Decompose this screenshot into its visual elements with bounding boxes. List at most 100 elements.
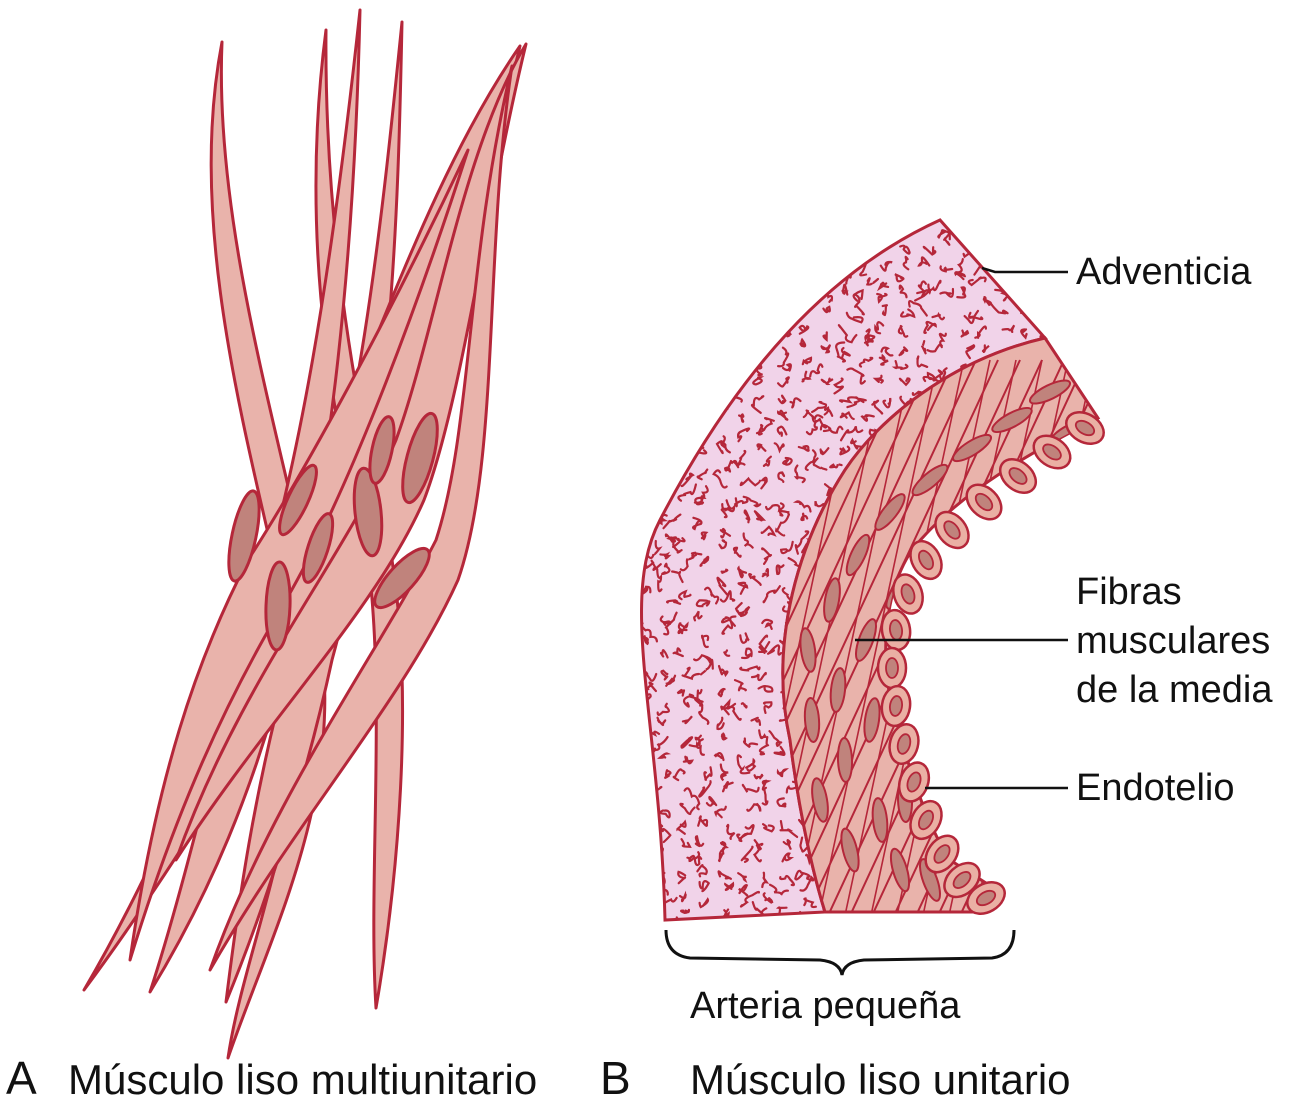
connective-fiber — [680, 301, 697, 313]
connective-fiber — [832, 241, 844, 250]
connective-fiber — [632, 290, 644, 298]
connective-fiber — [688, 287, 700, 296]
connective-fiber — [962, 741, 968, 748]
connective-fiber — [677, 422, 685, 433]
connective-fiber — [999, 821, 1005, 826]
connective-fiber — [1021, 739, 1028, 744]
connective-fiber — [637, 922, 648, 929]
connective-fiber — [804, 290, 808, 296]
connective-fiber — [1038, 876, 1042, 884]
connective-fiber — [785, 256, 799, 263]
connective-fiber — [701, 346, 708, 355]
connective-fiber — [835, 256, 845, 265]
connective-fiber — [642, 312, 650, 331]
multiunit-muscle-illustration — [84, 10, 526, 1058]
connective-fiber — [965, 924, 980, 931]
connective-fiber — [702, 380, 710, 384]
connective-fiber — [716, 316, 726, 323]
connective-fiber — [674, 419, 685, 423]
connective-fiber — [1002, 832, 1008, 839]
connective-fiber — [976, 836, 985, 848]
connective-fiber — [998, 700, 1003, 704]
connective-fiber — [713, 362, 723, 369]
connective-fiber — [758, 314, 762, 322]
connective-fiber — [1005, 512, 1012, 517]
connective-fiber — [958, 835, 963, 841]
connective-fiber — [1015, 757, 1025, 765]
connective-fiber — [786, 917, 796, 923]
connective-fiber — [1036, 647, 1046, 658]
connective-fiber — [988, 750, 1001, 760]
label-adventicia: Adventicia — [1076, 251, 1252, 293]
connective-fiber — [1029, 571, 1047, 583]
connective-fiber — [997, 857, 1005, 863]
connective-fiber — [744, 333, 754, 343]
connective-fiber — [822, 260, 831, 267]
connective-fiber — [635, 282, 648, 288]
connective-fiber — [641, 485, 646, 493]
connective-fiber — [938, 686, 945, 703]
connective-fiber — [701, 255, 713, 268]
connective-fiber — [1004, 514, 1020, 527]
connective-fiber — [1002, 546, 1017, 555]
connective-fiber — [632, 654, 642, 662]
connective-fiber — [980, 823, 987, 830]
connective-fiber — [1045, 514, 1057, 521]
connective-fiber — [704, 387, 718, 401]
connective-fiber — [996, 274, 1005, 280]
connective-fiber — [755, 285, 763, 295]
connective-fiber — [1043, 820, 1049, 829]
connective-fiber — [723, 327, 730, 334]
connective-fiber — [698, 316, 712, 329]
connective-fiber — [637, 344, 644, 355]
connective-fiber — [1025, 578, 1034, 590]
connective-fiber — [652, 492, 668, 501]
connective-fiber — [795, 211, 802, 227]
muscle-cell-border — [506, 360, 626, 920]
connective-fiber — [918, 707, 924, 719]
connective-fiber — [955, 717, 963, 725]
connective-fiber — [981, 743, 985, 753]
connective-fiber — [698, 363, 707, 373]
connective-fiber — [908, 648, 918, 659]
connective-fiber — [629, 844, 641, 854]
connective-fiber — [1005, 724, 1014, 732]
connective-fiber — [960, 825, 966, 833]
connective-fiber — [979, 718, 990, 731]
connective-fiber — [1017, 499, 1030, 517]
connective-fiber — [694, 292, 703, 299]
connective-fiber — [694, 280, 709, 286]
connective-fiber — [981, 703, 998, 708]
connective-fiber — [644, 247, 651, 255]
connective-fiber — [1043, 617, 1051, 629]
connective-fiber — [686, 400, 691, 408]
connective-fiber — [1019, 628, 1025, 639]
connective-fiber — [995, 614, 1004, 622]
connective-fiber — [1043, 730, 1052, 739]
connective-fiber — [1006, 803, 1010, 822]
connective-fiber — [856, 244, 867, 253]
connective-fiber — [681, 248, 689, 263]
connective-fiber — [1022, 810, 1029, 818]
connective-fiber — [643, 425, 654, 438]
connective-fiber — [1010, 552, 1023, 570]
connective-fiber — [1002, 779, 1009, 795]
connective-fiber — [972, 734, 988, 741]
connective-fiber — [697, 404, 707, 416]
connective-fiber — [1005, 584, 1014, 590]
connective-fiber — [1044, 244, 1061, 254]
connective-fiber — [736, 923, 743, 928]
connective-fiber — [661, 398, 676, 403]
connective-fiber — [650, 835, 660, 840]
connective-fiber — [1027, 909, 1033, 913]
label-fibras-line1: Fibras — [1076, 571, 1182, 613]
connective-fiber — [995, 249, 1002, 261]
connective-fiber — [630, 358, 646, 368]
connective-fiber — [1020, 865, 1025, 875]
connective-fiber — [884, 231, 897, 243]
connective-fiber — [963, 585, 976, 587]
connective-fiber — [680, 221, 687, 232]
connective-fiber — [776, 271, 781, 279]
connective-fiber — [717, 261, 724, 270]
connective-fiber — [1000, 867, 1005, 878]
